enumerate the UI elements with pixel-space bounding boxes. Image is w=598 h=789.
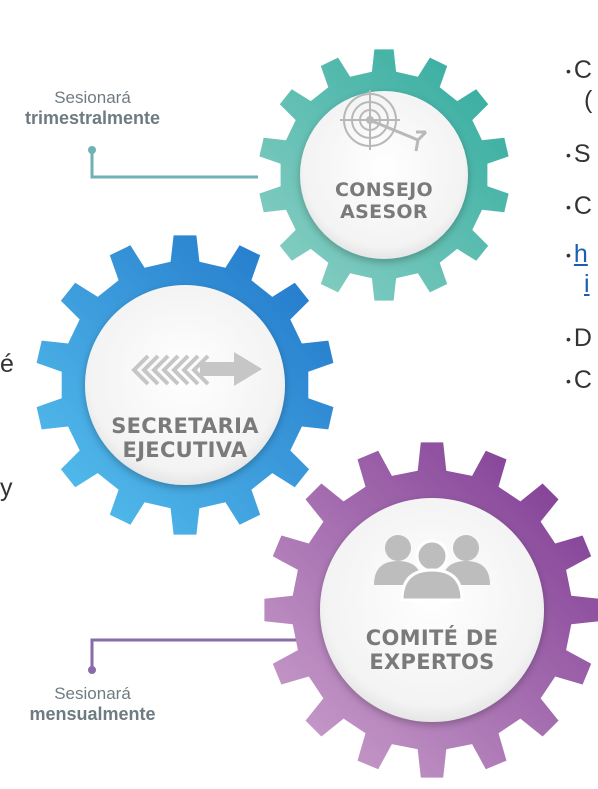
consejo-title-line-2: ASESOR bbox=[340, 200, 428, 223]
secretaria-title-line-1: SECRETARIA bbox=[111, 414, 259, 438]
comite-title-line-1: COMITÉ DE bbox=[365, 626, 499, 650]
comite-connector bbox=[90, 638, 300, 670]
bullet-item-2: •S bbox=[566, 140, 591, 168]
comite-connector-dot bbox=[88, 666, 96, 674]
comite-frequency-label: Sesionará mensualmente bbox=[20, 684, 165, 724]
secretaria-title-line-2: EJECUTIVA bbox=[122, 438, 248, 463]
bullet-item-6: •C bbox=[566, 366, 592, 394]
consejo-title: CONSEJO ASESOR bbox=[304, 179, 464, 224]
consejo-connector-dot bbox=[88, 146, 96, 154]
left-fragment-1: é bbox=[0, 350, 14, 378]
bullet-item-5: •D bbox=[566, 324, 592, 352]
consejo-title-line-1: CONSEJO bbox=[335, 179, 433, 201]
bullet-link-1[interactable]: h bbox=[573, 240, 588, 268]
comite-inner-circle bbox=[320, 498, 544, 722]
consejo-gear bbox=[259, 49, 509, 301]
consejo-inner-circle bbox=[300, 91, 468, 259]
bullet-item-1: •C bbox=[566, 56, 592, 84]
comite-gear bbox=[264, 442, 598, 778]
comite-frequency-bottom: mensualmente bbox=[29, 703, 156, 724]
bullet-item-4[interactable]: •h bbox=[566, 240, 588, 268]
left-fragment-2: y bbox=[0, 474, 13, 502]
bullet-item-3: •C bbox=[566, 192, 592, 220]
people-icon bbox=[374, 535, 490, 602]
secretaria-inner-circle bbox=[85, 285, 285, 485]
bullet-item-1-cont: ( bbox=[584, 86, 593, 114]
comite-title-line-2: EXPERTOS bbox=[369, 650, 495, 675]
arrow-icon bbox=[131, 352, 262, 386]
consejo-connector bbox=[90, 150, 258, 179]
consejo-frequency-bottom: trimestralmente bbox=[24, 107, 161, 128]
bullet-item-4-cont[interactable]: i bbox=[584, 272, 590, 297]
comite-title: COMITÉ DE EXPERTOS bbox=[342, 626, 522, 674]
target-icon bbox=[340, 90, 428, 152]
bullet-link-1-cont[interactable]: i bbox=[584, 270, 590, 298]
secretaria-gear bbox=[36, 235, 334, 535]
comite-frequency-top: Sesionará bbox=[54, 684, 131, 703]
consejo-frequency-label: Sesionará trimestralmente bbox=[20, 88, 165, 128]
consejo-frequency-top: Sesionará bbox=[54, 88, 131, 107]
secretaria-title: SECRETARIA EJECUTIVA bbox=[95, 414, 275, 462]
